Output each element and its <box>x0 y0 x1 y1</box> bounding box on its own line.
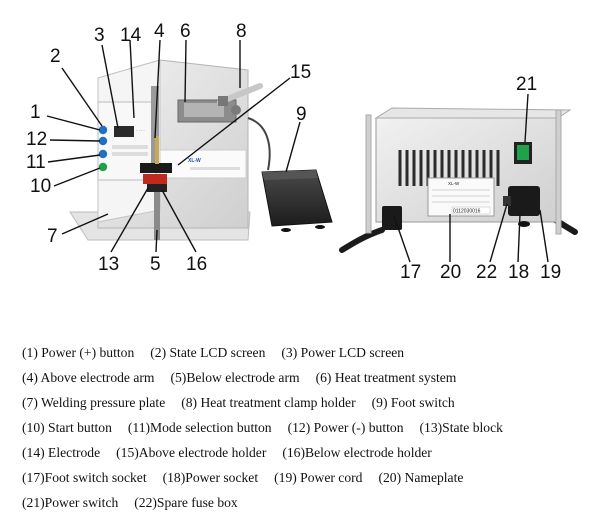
below-electrode-arm <box>154 184 160 240</box>
legend-item: (11)Mode selection button <box>127 419 272 435</box>
callout-numbers: 1 2 3 14 4 6 8 15 9 12 11 10 7 13 5 16 2… <box>26 21 561 283</box>
svg-text:· · · ·: · · · · <box>136 128 145 133</box>
callout-20: 20 <box>440 262 461 283</box>
front-panel-label: XL-W <box>188 158 201 164</box>
callout-9: 9 <box>296 104 307 125</box>
callout-22: 22 <box>476 262 497 283</box>
callout-7: 7 <box>47 226 58 247</box>
welding-machine: · · · · XL-W <box>69 59 333 241</box>
svg-text:XL-W: XL-W <box>448 181 460 186</box>
legend-row: (17)Foot switch socket (18)Power socket … <box>22 465 592 490</box>
legend-item: (2) State LCD screen <box>150 344 266 360</box>
serial-number: 0112030016 <box>453 209 481 215</box>
callout-10: 10 <box>30 176 51 197</box>
legend-item: (21)Power switch <box>22 494 119 510</box>
legend-item: (15)Above electrode holder <box>116 444 267 460</box>
callout-18: 18 <box>508 262 529 283</box>
callout-8: 8 <box>236 21 247 42</box>
callout-3: 3 <box>94 25 105 46</box>
legend-item: (12) Power (-) button <box>287 419 404 435</box>
mode-selection-button[interactable] <box>98 149 108 159</box>
callout-17: 17 <box>400 262 421 283</box>
callout-1: 1 <box>30 102 41 123</box>
legend-item: (14) Electrode <box>22 444 101 460</box>
legend-item: (22)Spare fuse box <box>134 494 238 510</box>
below-electrode-holder <box>147 184 167 192</box>
legend-item: (7) Welding pressure plate <box>22 394 166 410</box>
legend-item: (1) Power (+) button <box>22 344 135 360</box>
callout-2: 2 <box>50 46 61 67</box>
legend-row: (21)Power switch (22)Spare fuse box <box>22 490 592 515</box>
callout-11: 11 <box>26 152 46 173</box>
legend-row: (4) Above electrode arm (5)Below electro… <box>22 365 592 390</box>
callout-15: 15 <box>290 62 311 83</box>
rear-view: XL-W 0112030016 <box>339 107 578 253</box>
legend-item: (8) Heat treatment clamp holder <box>181 394 356 410</box>
callout-4: 4 <box>154 21 165 42</box>
legend-item: (18)Power socket <box>162 469 259 485</box>
foot-switch-socket <box>382 206 402 230</box>
power-minus-button[interactable] <box>98 136 108 146</box>
legend-item: (10) Start button <box>22 419 112 435</box>
callout-14: 14 <box>120 25 142 46</box>
legend-row: (14) Electrode (15)Above electrode holde… <box>22 440 592 465</box>
legend-item: (5)Below electrode arm <box>170 369 300 385</box>
legend-item: (17)Foot switch socket <box>22 469 147 485</box>
callout-19: 19 <box>540 262 561 283</box>
legend-item: (20) Nameplate <box>378 469 464 485</box>
callout-21: 21 <box>516 74 537 95</box>
spare-fuse-box <box>503 196 511 206</box>
legend-item: (9) Foot switch <box>371 394 455 410</box>
start-button[interactable] <box>98 162 108 172</box>
callout-6: 6 <box>180 21 191 42</box>
legend-item: (3) Power LCD screen <box>281 344 405 360</box>
legend-item: (19) Power cord <box>274 469 363 485</box>
callout-12: 12 <box>26 129 47 150</box>
legend-row: (1) Power (+) button (2) State LCD scree… <box>22 340 592 365</box>
power-lcd-screen <box>114 126 134 137</box>
legend-item: (4) Above electrode arm <box>22 369 155 385</box>
callout-16: 16 <box>186 254 207 275</box>
legend-item: (16)Below electrode holder <box>282 444 432 460</box>
electrode <box>155 136 159 164</box>
power-plus-button[interactable] <box>98 125 108 135</box>
callout-13: 13 <box>98 254 119 275</box>
product-diagram: · · · · XL-W <box>26 21 578 283</box>
above-electrode-holder <box>140 163 172 173</box>
legend-row: (7) Welding pressure plate (8) Heat trea… <box>22 390 592 415</box>
leader-lines <box>46 39 549 263</box>
callout-5: 5 <box>150 254 161 275</box>
state-block <box>143 174 167 184</box>
legend-item: (6) Heat treatment system <box>315 369 457 385</box>
parts-legend: (1) Power (+) button (2) State LCD scree… <box>22 340 592 515</box>
legend-item: (13)State block <box>419 419 503 435</box>
power-socket <box>508 186 540 216</box>
legend-row: (10) Start button (11)Mode selection but… <box>22 415 592 440</box>
